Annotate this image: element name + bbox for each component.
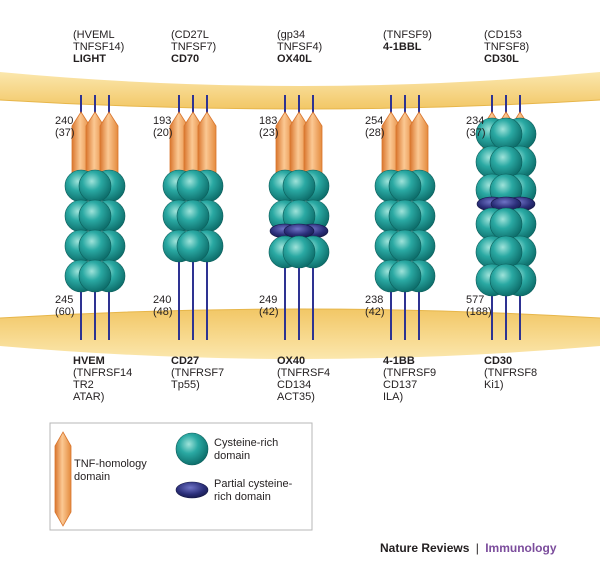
cysteine-rich-domain	[78, 259, 112, 293]
legend-tnf-homology-label: TNF-homology domain	[74, 458, 147, 484]
receptor-name: 4-1BB	[383, 355, 415, 367]
ligand-name: CD30L	[484, 53, 519, 65]
receptor-synonym: Ki1)	[484, 379, 504, 391]
receptor-synonym: ATAR)	[73, 391, 105, 403]
pair-cd30l	[475, 95, 537, 340]
receptor-length-cytoplasmic: (42)	[365, 306, 385, 318]
receptor-synonym: (TNFRSF9	[383, 367, 437, 379]
receptor-name: CD27	[171, 355, 200, 367]
cysteine-rich-domain	[388, 259, 422, 293]
ligand-length-cytoplasmic: (20)	[153, 127, 173, 139]
cysteine-rich-domain	[489, 207, 523, 241]
receptor-name: OX40	[277, 355, 306, 367]
ligand-synonym: (CD27L	[171, 29, 209, 41]
cysteine-rich-domain	[388, 199, 422, 233]
ligand-length-cytoplasmic: (37)	[55, 127, 75, 139]
ligand-name: OX40L	[277, 53, 312, 65]
legend-tnf-line-1: TNF-homology	[74, 458, 147, 470]
receptor-synonym: CD137	[383, 379, 418, 391]
receptor-length: 249	[259, 294, 278, 306]
ligand-synonym: (CD153	[484, 29, 522, 41]
receptor-synonym: TR2	[73, 379, 94, 391]
ligand-synonym: TNFSF7)	[171, 41, 217, 53]
journal-separator: |	[475, 541, 479, 555]
legend-crd-line-1: Cysteine-rich	[214, 437, 279, 449]
ligand-synonym: (gp34	[277, 29, 306, 41]
receptor-name: HVEM	[73, 355, 105, 367]
cysteine-rich-domain	[176, 229, 210, 263]
cysteine-rich-domain	[282, 169, 316, 203]
ligand-length-cytoplasmic: (23)	[259, 127, 279, 139]
cysteine-rich-domain	[489, 235, 523, 269]
legend-tnf-homology-swatch	[54, 431, 72, 527]
receptor-synonym: ILA)	[383, 391, 404, 403]
ligand-name: 4-1BBL	[383, 41, 422, 53]
receptor-synonym: (TNFRSF4	[277, 367, 331, 379]
pair-light	[64, 95, 126, 340]
receptor-length-cytoplasmic: (188)	[466, 306, 492, 318]
cysteine-rich-domain	[282, 235, 316, 269]
ligand-synonym: (TNFSF9)	[383, 29, 432, 41]
receptor-length: 245	[55, 294, 74, 306]
cysteine-rich-domain	[489, 117, 523, 151]
cysteine-rich-domain	[388, 229, 422, 263]
receptor-synonym: (TNFRSF14	[73, 367, 133, 379]
ligand-cell-membrane	[0, 72, 600, 109]
cysteine-rich-domain	[176, 169, 210, 203]
receptor-length-cytoplasmic: (48)	[153, 306, 173, 318]
cysteine-rich-domain	[489, 263, 523, 297]
receptor-length: 577	[466, 294, 485, 306]
legend-partial-cysteine-rich-swatch	[175, 481, 209, 499]
ligand-name: CD70	[171, 53, 200, 65]
receptor-length-cytoplasmic: (60)	[55, 306, 75, 318]
legend-partial-line-2: rich domain	[214, 491, 271, 503]
ligand-synonym: TNFSF14)	[73, 41, 125, 53]
pair-cd70	[162, 95, 224, 340]
cysteine-rich-domain	[78, 199, 112, 233]
legend-partial-cysteine-rich-label: Partial cysteine- rich domain	[214, 478, 292, 504]
ligand-length-cytoplasmic: (37)	[466, 127, 486, 139]
journal-credit: Nature Reviews | Immunology	[380, 541, 557, 555]
ligand-name: LIGHT	[73, 53, 106, 65]
receptor-length-cytoplasmic: (42)	[259, 306, 279, 318]
receptor-synonym: CD134	[277, 379, 312, 391]
receptor-synonym: (TNFRSF8	[484, 367, 538, 379]
receptor-length: 238	[365, 294, 384, 306]
receptor-synonym: ACT35)	[277, 391, 315, 403]
cysteine-rich-domain	[78, 229, 112, 263]
ligand-synonym: TNFSF4)	[277, 41, 323, 53]
ligand-length: 234	[466, 115, 485, 127]
receptor-name: CD30	[484, 355, 513, 367]
receptor-synonym: (TNFRSF7	[171, 367, 225, 379]
ligand-length: 254	[365, 115, 384, 127]
ligand-length-cytoplasmic: (28)	[365, 127, 385, 139]
ligand-synonym: TNFSF8)	[484, 41, 530, 53]
legend-crd-line-2: domain	[214, 450, 251, 462]
pair-ox40l	[268, 95, 330, 340]
ligand-length: 183	[259, 115, 278, 127]
legend-tnf-line-2: domain	[74, 471, 111, 483]
cysteine-rich-domain	[388, 169, 422, 203]
receptor-length: 240	[153, 294, 172, 306]
pair-4-1bbl	[374, 95, 436, 340]
cysteine-rich-domain	[489, 145, 523, 179]
ligand-length: 240	[55, 115, 74, 127]
journal-section: Immunology	[485, 541, 557, 555]
ligand-synonym: (HVEML	[73, 29, 115, 41]
cysteine-rich-domain	[78, 169, 112, 203]
receptor-synonym: Tp55)	[171, 379, 200, 391]
ligand-length: 193	[153, 115, 172, 127]
legend-cysteine-rich-swatch	[175, 432, 209, 466]
legend-cysteine-rich-label: Cysteine-rich domain	[214, 437, 278, 463]
journal-name: Nature Reviews	[380, 541, 470, 555]
cysteine-rich-domain	[176, 199, 210, 233]
legend-partial-line-1: Partial cysteine-	[214, 478, 293, 490]
